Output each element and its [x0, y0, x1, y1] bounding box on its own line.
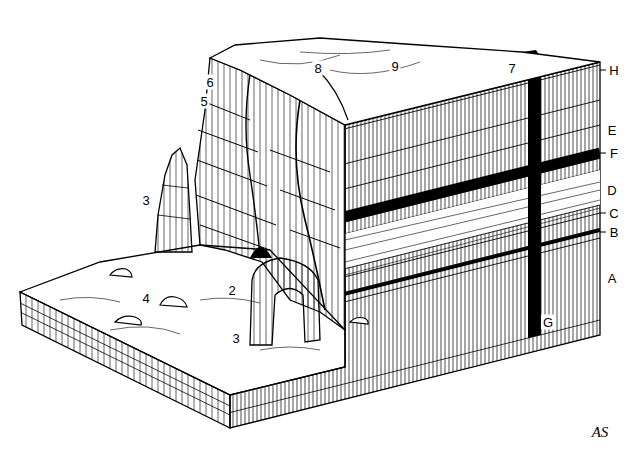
callout-label: C: [607, 206, 620, 221]
callout-label: 3: [140, 193, 151, 208]
callout-label: D: [605, 183, 618, 198]
callout-label: E: [606, 123, 619, 138]
callout-label: 8: [312, 61, 323, 76]
signature: AS: [590, 424, 611, 441]
callout-label: H: [607, 63, 620, 78]
callout-label: 9: [389, 59, 400, 74]
callout-label: 7: [506, 61, 517, 76]
callout-label: 6: [204, 75, 215, 90]
callout-label: 3: [230, 331, 241, 346]
callout-label: B: [608, 225, 621, 240]
callout-label: 5: [198, 94, 209, 109]
callout-label: 2: [226, 283, 237, 298]
callout-label: G: [541, 315, 555, 330]
callout-label: 4: [140, 291, 151, 306]
callout-label: A: [606, 271, 619, 286]
callout-label: F: [608, 146, 620, 161]
